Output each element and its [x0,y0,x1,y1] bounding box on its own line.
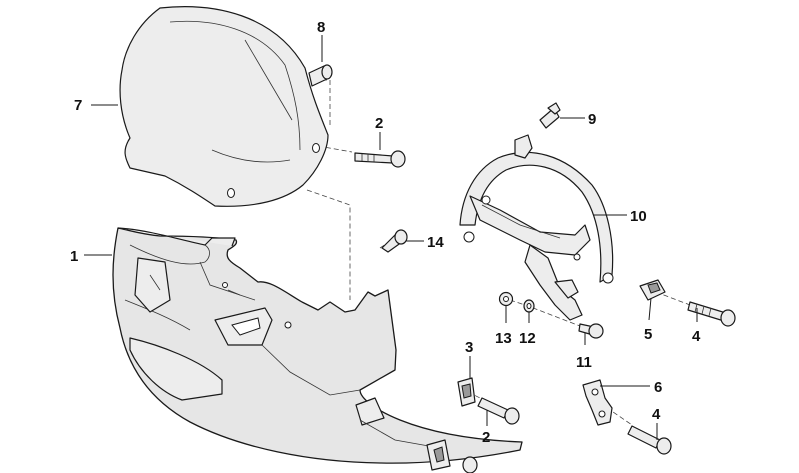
bolt-4-upper [687,301,736,327]
clip-lower [426,439,478,473]
callout-5: 5 [644,326,652,343]
bolt-2-lower [477,397,520,425]
callout-3: 3 [465,339,473,356]
washer-12 [523,299,535,313]
callout-1: 1 [70,248,78,265]
callout-9: 9 [588,111,596,128]
bolt-11 [578,323,604,339]
plug-14 [381,229,408,253]
plug-9 [539,102,561,129]
callout-10: 10 [630,208,647,225]
leader-lines [84,35,698,440]
fastener-8 [308,64,333,87]
bolt-2-upper [354,150,406,168]
bolt-4-lower [627,425,672,455]
callout-11: 11 [576,354,592,371]
callout-labels: 7 8 2 1 14 9 10 13 12 11 5 4 3 2 6 4 [70,19,701,446]
fairing-bracket-part [459,134,614,321]
windscreen-part [119,6,329,207]
callout-14: 14 [427,234,444,251]
nut-13 [498,291,514,307]
clip-3 [457,377,476,407]
assembly-guide-lines [306,79,691,453]
callout-4-lower: 4 [652,406,661,423]
callout-6: 6 [654,379,662,396]
callout-2-lower: 2 [482,429,490,446]
lower-fairing-part [112,227,523,464]
callout-2-upper: 2 [375,115,383,132]
bracket-6 [582,379,613,426]
clip-5 [639,279,666,301]
callout-13: 13 [495,330,512,347]
callout-4-upper: 4 [692,328,701,345]
callout-7: 7 [74,97,82,114]
callout-12: 12 [519,330,536,347]
callout-8: 8 [317,19,325,36]
